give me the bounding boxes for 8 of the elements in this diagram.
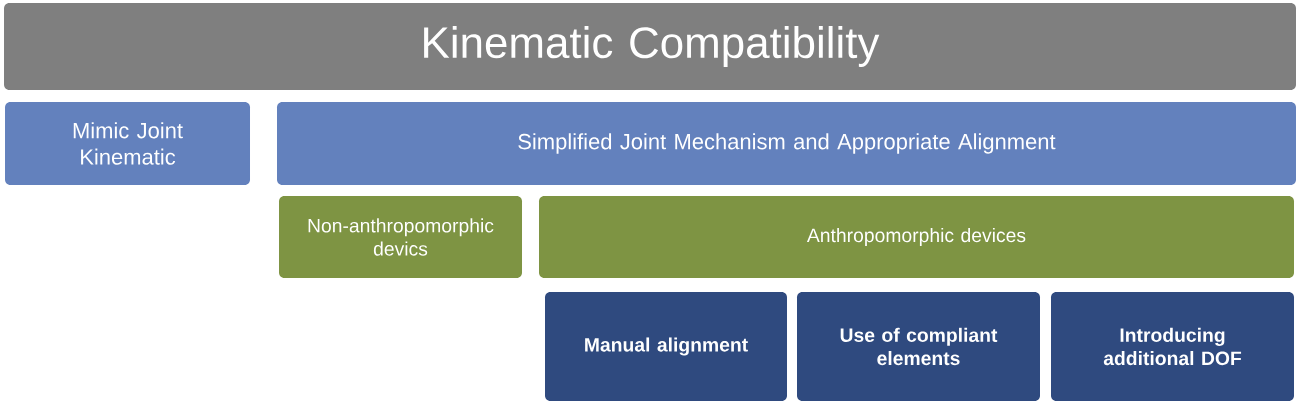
- category-box: Simplified Joint Mechanism and Appropriate Alignment: [277, 102, 1296, 185]
- subcategory-box: Anthropomorphic devices: [539, 196, 1294, 278]
- category-box: Mimic Joint Kinematic: [5, 102, 250, 185]
- method-box: Introducing additional DOF: [1051, 292, 1294, 401]
- subcategory-box: Non-anthropomorphic devics: [279, 196, 522, 278]
- method-box: Manual alignment: [545, 292, 787, 401]
- title-banner: Kinematic Compatibility: [4, 3, 1296, 90]
- method-box: Use of compliant elements: [797, 292, 1040, 401]
